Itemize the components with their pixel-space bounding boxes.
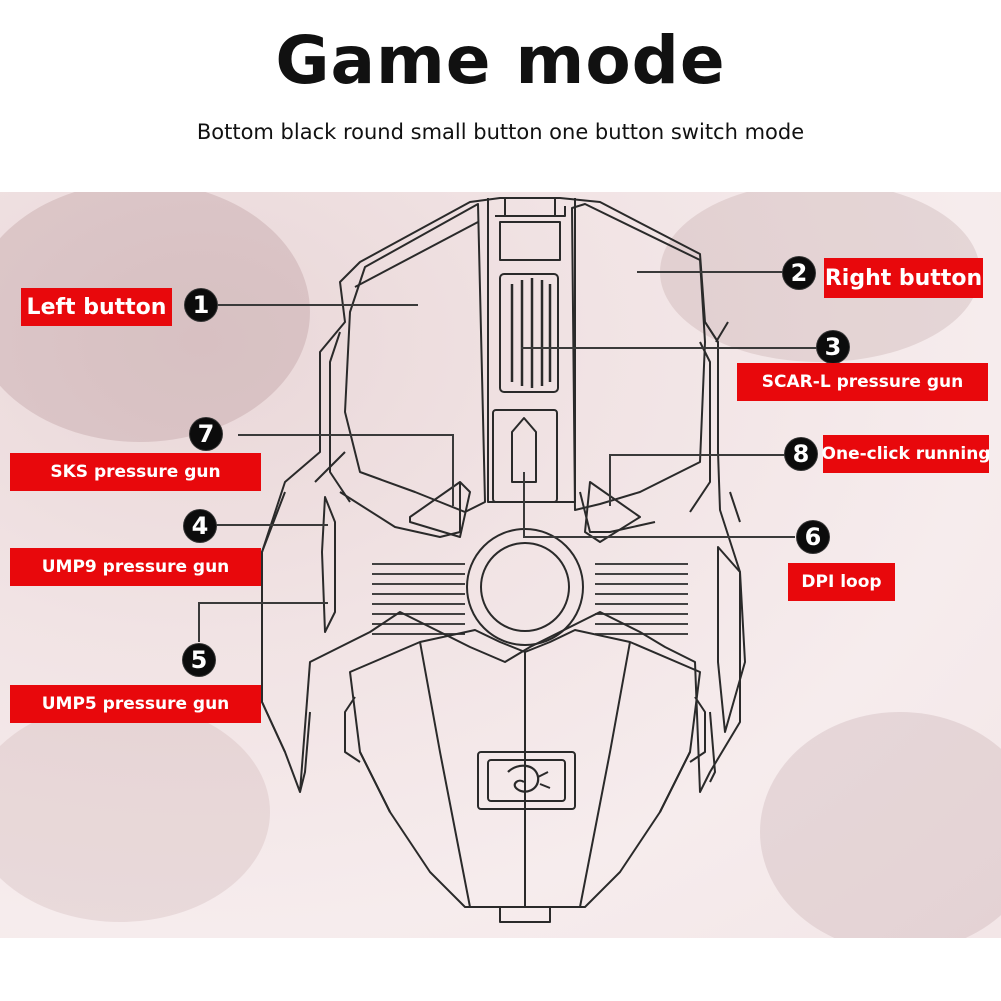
leader-line-7-drop bbox=[452, 434, 454, 506]
bottom-margin bbox=[0, 938, 1001, 1001]
leader-line-2 bbox=[637, 271, 783, 273]
mouse-diagram: 1 2 3 7 8 4 6 5 Left button Right button… bbox=[0, 192, 1001, 938]
leader-line-5 bbox=[198, 602, 328, 604]
callout-number-2: 2 bbox=[783, 257, 815, 289]
label-dpi-loop: DPI loop bbox=[788, 563, 895, 601]
leader-line-8 bbox=[609, 454, 785, 456]
background-texture bbox=[0, 192, 1001, 938]
leader-line-4 bbox=[216, 524, 328, 526]
callout-number-6: 6 bbox=[797, 521, 829, 553]
leader-line-6 bbox=[523, 536, 795, 538]
gaming-mouse-drawing bbox=[0, 192, 1001, 938]
callout-number-8: 8 bbox=[785, 438, 817, 470]
label-left-button: Left button bbox=[21, 288, 172, 326]
leader-line-5-drop bbox=[198, 602, 200, 642]
mouse-outline bbox=[261, 197, 746, 923]
label-ump9-pressure-gun: UMP9 pressure gun bbox=[10, 548, 261, 586]
leader-line-8-drop bbox=[609, 454, 611, 506]
page-title: Game mode bbox=[275, 22, 726, 99]
label-scar-l-pressure-gun: SCAR-L pressure gun bbox=[737, 363, 988, 401]
label-sks-pressure-gun: SKS pressure gun bbox=[10, 453, 261, 491]
label-ump5-pressure-gun: UMP5 pressure gun bbox=[10, 685, 261, 723]
leader-line-1 bbox=[218, 304, 418, 306]
callout-number-5: 5 bbox=[183, 644, 215, 676]
callout-number-1: 1 bbox=[185, 289, 217, 321]
leader-line-7 bbox=[238, 434, 453, 436]
callout-number-7: 7 bbox=[190, 418, 222, 450]
page-subtitle: Bottom black round small button one butt… bbox=[196, 120, 805, 144]
label-one-click-running: One-click running bbox=[822, 435, 990, 473]
label-right-button: Right button bbox=[824, 258, 983, 298]
callout-number-3: 3 bbox=[817, 331, 849, 363]
callout-number-4: 4 bbox=[184, 510, 216, 542]
leader-line-6-rise bbox=[523, 472, 525, 538]
leader-line-3 bbox=[521, 347, 817, 349]
